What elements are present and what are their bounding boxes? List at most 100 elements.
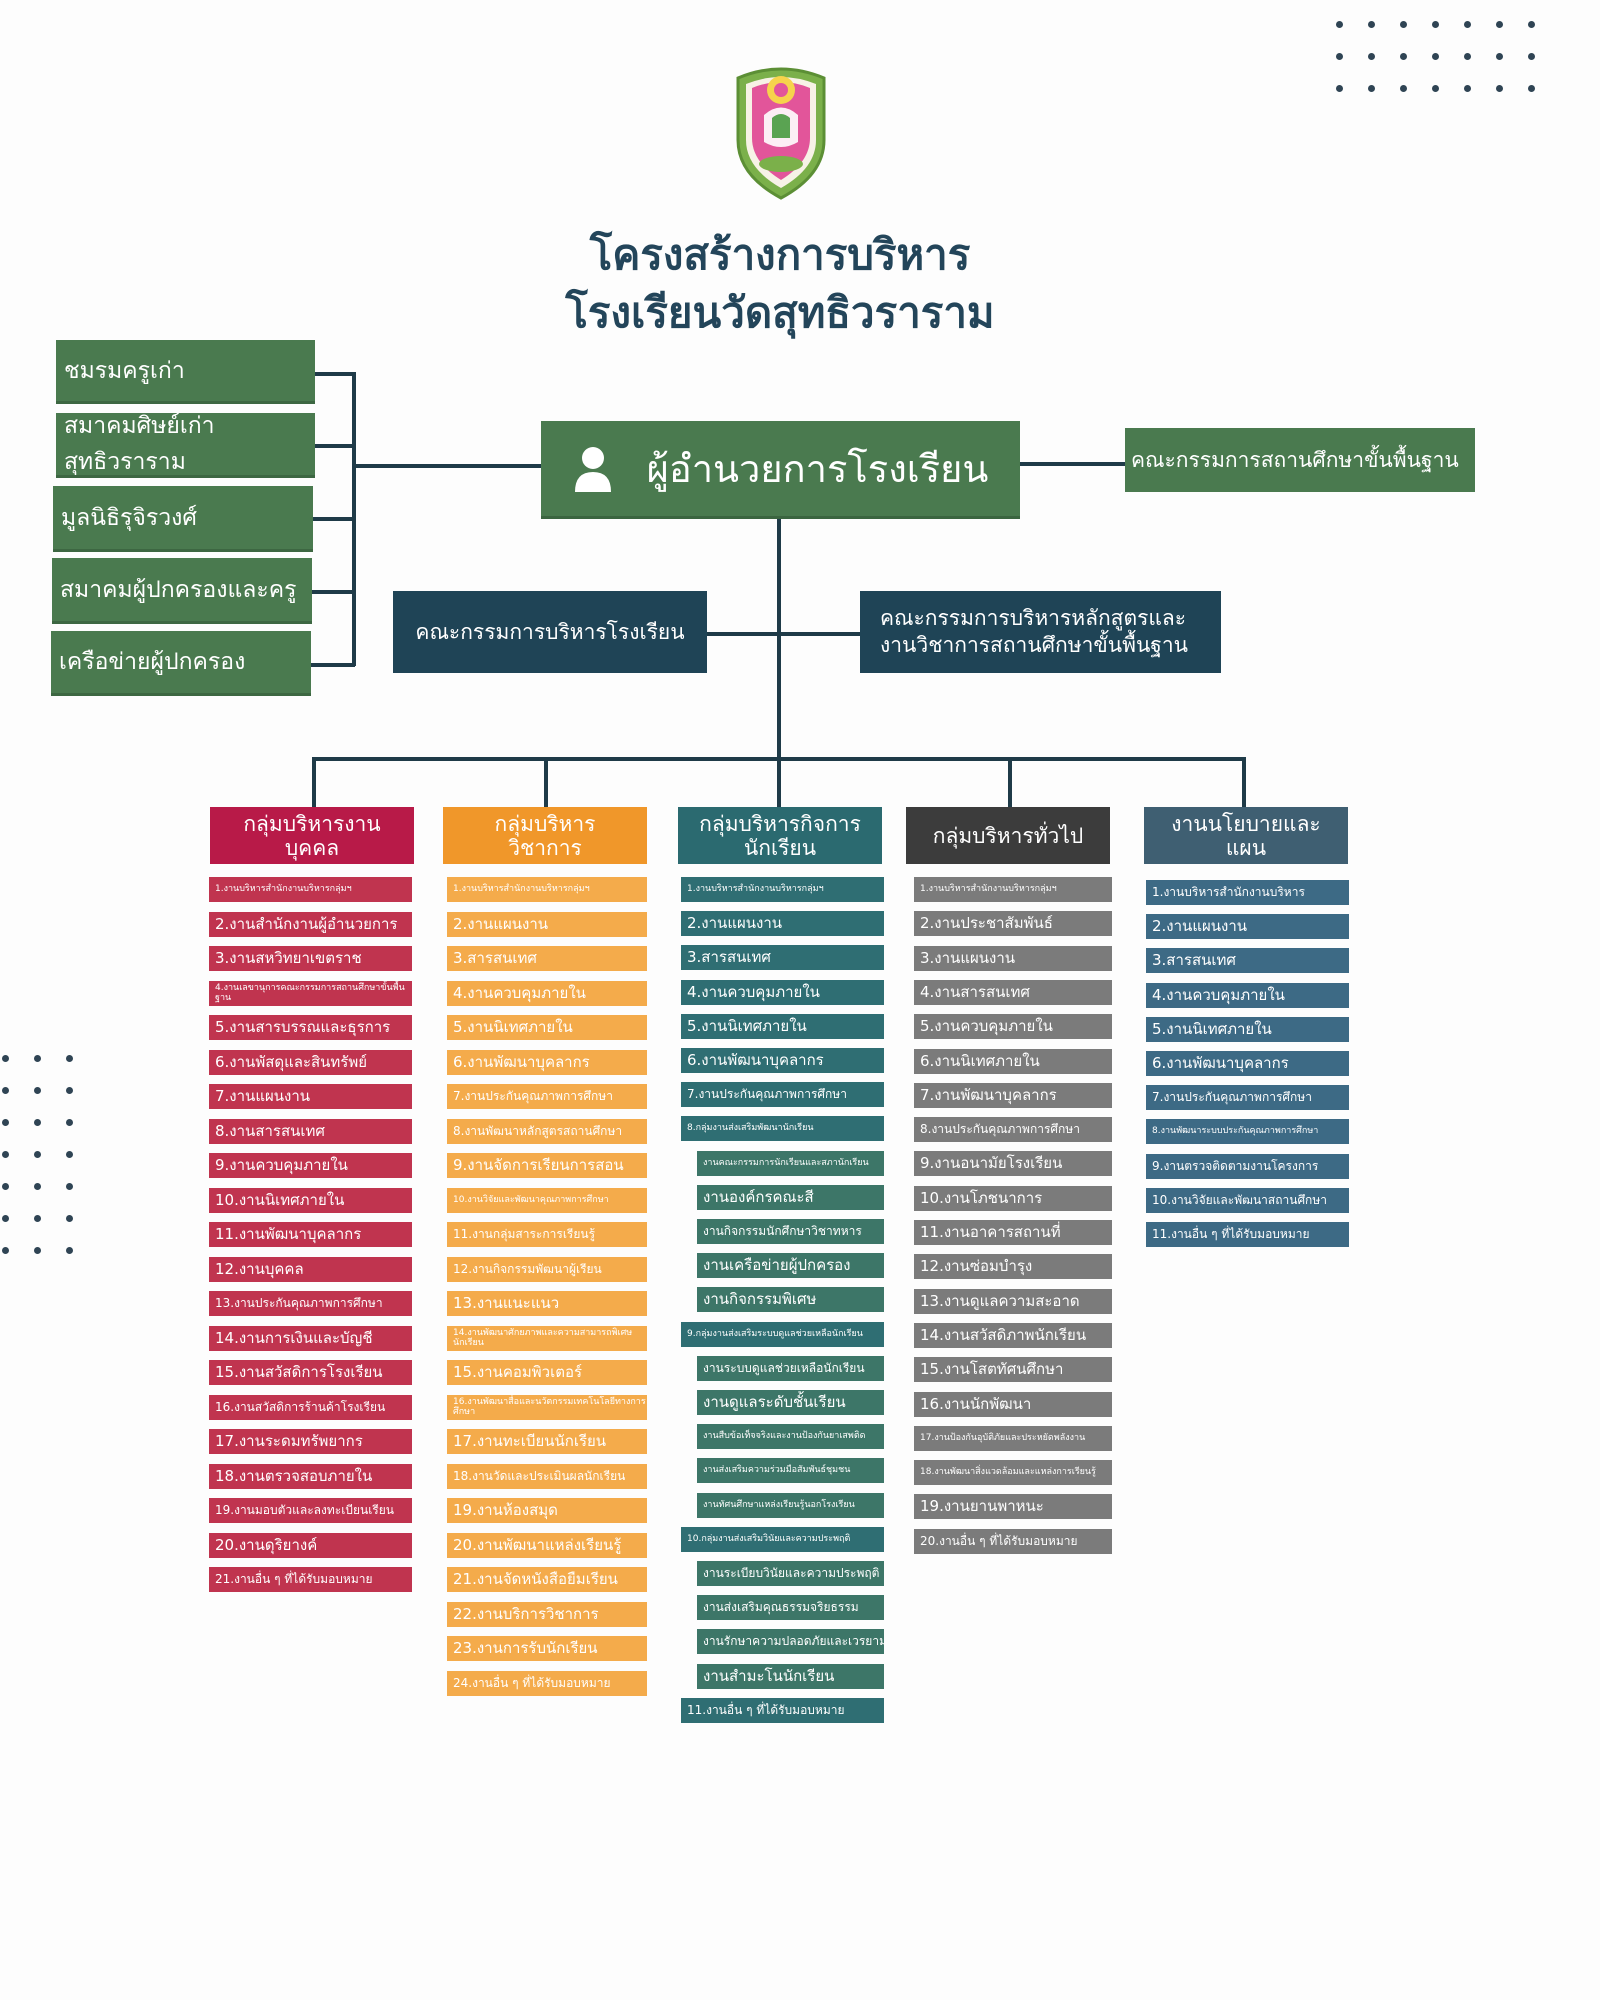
task-item: 6.งานนิเทศภายใน: [914, 1049, 1112, 1074]
task-item: 6.งานพัฒนาบุคลากร: [681, 1048, 884, 1073]
column-header-line: บุคคล: [284, 835, 340, 860]
column-header-line: กลุ่มบริหารกิจการ: [699, 811, 861, 836]
column-header-general: กลุ่มบริหารทั่วไป: [906, 807, 1110, 864]
connector-line: [313, 517, 355, 521]
left-group-box-3: มูลนิธิรุจิรวงศ์: [53, 486, 313, 552]
task-item: 7.งานประกันคุณภาพการศึกษา: [681, 1082, 884, 1107]
task-item: งานกิจกรรมพิเศษ: [697, 1287, 884, 1312]
left-group-box-1: ชมรมครูเก่า: [56, 340, 315, 404]
task-item: 10.งานโภชนาการ: [914, 1186, 1112, 1211]
task-item: 1.งานบริหารสำนักงานบริหาร: [1146, 880, 1349, 905]
task-item: 18.งานตรวจสอบภายใน: [209, 1464, 412, 1489]
task-item: 20.งานอื่น ๆ ที่ได้รับมอบหมาย: [914, 1529, 1112, 1554]
task-item: งานดูแลระดับชั้นเรียน: [697, 1390, 884, 1415]
dot-pattern-top-right: [1336, 21, 1535, 92]
task-item: 8.งานประกันคุณภาพการศึกษา: [914, 1117, 1112, 1142]
task-item: งานระบบดูแลช่วยเหลือนักเรียน: [697, 1356, 884, 1381]
column-header-line: แผน: [1225, 835, 1267, 860]
director-box: ผู้อำนวยการโรงเรียน: [541, 421, 1020, 519]
task-item: 7.งานประกันคุณภาพการศึกษา: [447, 1084, 647, 1109]
task-item: 10.งานนิเทศภายใน: [209, 1188, 412, 1213]
task-item: 9.งานอนามัยโรงเรียน: [914, 1151, 1112, 1176]
task-item: 1.งานบริหารสำนักงานบริหารกลุ่มฯ: [447, 877, 647, 902]
task-item: 17.งานระดมทรัพยากร: [209, 1429, 412, 1454]
task-item: 8.กลุ่มงานส่งเสริมพัฒนานักเรียน: [681, 1116, 884, 1141]
task-item: 6.งานพัสดุและสินทรัพย์: [209, 1050, 412, 1075]
task-item: 15.งานโสตทัศนศึกษา: [914, 1357, 1112, 1382]
task-item: 4.งานควบคุมภายใน: [447, 981, 647, 1006]
column-header-student-affairs: กลุ่มบริหารกิจการ นักเรียน: [678, 807, 882, 864]
task-item: 16.งานนักพัฒนา: [914, 1392, 1112, 1417]
task-item: งานรักษาความปลอดภัยและเวรยาม: [697, 1629, 884, 1654]
task-item: 2.งานสำนักงานผู้อำนวยการ: [209, 912, 412, 937]
task-item: 12.งานบุคคล: [209, 1257, 412, 1282]
task-item: 18.งานวัดและประเมินผลนักเรียน: [447, 1464, 647, 1489]
task-item: 19.งานมอบตัวและลงทะเบียนเรียน: [209, 1498, 412, 1523]
task-item: 3.งานแผนงาน: [914, 946, 1112, 971]
connector-line: [311, 663, 355, 667]
task-item: 21.งานอื่น ๆ ที่ได้รับมอบหมาย: [209, 1567, 412, 1592]
task-item: 5.งานนิเทศภายใน: [1146, 1017, 1349, 1042]
task-item: 20.งานดุริยางค์: [209, 1533, 412, 1558]
task-item: 11.งานพัฒนาบุคลากร: [209, 1222, 412, 1247]
page-title-line1: โครงสร้างการบริหาร: [589, 230, 971, 279]
task-item: งานเครือข่ายผู้ปกครอง: [697, 1253, 884, 1278]
task-item: 12.งานซ่อมบำรุง: [914, 1254, 1112, 1279]
task-item: 5.งานควบคุมภายใน: [914, 1014, 1112, 1039]
task-item: งานระเบียบวินัยและความประพฤติ: [697, 1561, 884, 1586]
task-item: 4.งานควบคุมภายใน: [1146, 983, 1349, 1008]
connector-line: [1008, 757, 1012, 807]
task-item: 5.งานนิเทศภายใน: [447, 1015, 647, 1040]
task-item: 8.งานพัฒนาหลักสูตรสถานศึกษา: [447, 1119, 647, 1144]
task-item: 6.งานพัฒนาบุคลากร: [447, 1050, 647, 1075]
task-item: 9.งานจัดการเรียนการสอน: [447, 1153, 647, 1178]
task-item: 3.สารสนเทศ: [447, 946, 647, 971]
task-item: 1.งานบริหารสำนักงานบริหารกลุ่มฯ: [681, 877, 884, 902]
task-item: 19.งานยานพาหนะ: [914, 1494, 1112, 1519]
task-item: 9.งานตรวจติดตามงานโครงการ: [1146, 1154, 1349, 1179]
task-item: งานส่งเสริมความร่วมมือสัมพันธ์ชุมชน: [697, 1458, 884, 1483]
task-item: งานองค์กรคณะสี: [697, 1185, 884, 1210]
task-item: 10.กลุ่มงานส่งเสริมวินัยและความประพฤติ: [681, 1527, 884, 1552]
task-item: 16.งานพัฒนาสื่อและนวัตกรรมเทคโนโลยีทางกา…: [447, 1395, 647, 1420]
task-item: งานทัศนศึกษาแหล่งเรียนรู้นอกโรงเรียน: [697, 1493, 884, 1518]
task-item: 7.งานพัฒนาบุคลากร: [914, 1083, 1112, 1108]
task-item: 10.งานวิจัยและพัฒนาสถานศึกษา: [1146, 1188, 1349, 1213]
task-item: 8.งานสารสนเทศ: [209, 1119, 412, 1144]
connector-line: [312, 590, 355, 594]
column-header-line: งานนโยบายและ: [1171, 811, 1321, 836]
page-title-line2: โรงเรียนวัดสุทธิวราราม: [565, 288, 995, 337]
curriculum-committee-line2: งานวิชาการสถานศึกษาขั้นพื้นฐาน: [880, 633, 1189, 657]
connector-line: [1242, 757, 1246, 807]
task-item: 1.งานบริหารสำนักงานบริหารกลุ่มฯ: [914, 877, 1112, 902]
task-item: 5.งานสารบรรณและธุรการ: [209, 1015, 412, 1040]
column-header-line: วิชาการ: [508, 835, 582, 860]
connector-line: [1020, 462, 1126, 466]
task-item: 6.งานพัฒนาบุคลากร: [1146, 1051, 1349, 1076]
school-board-box: คณะกรรมการสถานศึกษาขั้นพื้นฐาน: [1125, 428, 1475, 492]
curriculum-committee-line1: คณะกรรมการบริหารหลักสูตรและ: [880, 606, 1187, 630]
task-item: 11.งานอาคารสถานที่: [914, 1220, 1112, 1245]
connector-line: [707, 632, 862, 636]
task-item: 17.งานป้องกันอุบัติภัยและประหยัดพลังงาน: [914, 1426, 1112, 1451]
school-committee-box: คณะกรรมการบริหารโรงเรียน: [393, 591, 707, 673]
task-item: 18.งานพัฒนาสิ่งแวดล้อมและแหล่งการเรียนรู…: [914, 1460, 1112, 1485]
task-item: 19.งานห้องสมุด: [447, 1498, 647, 1523]
task-item: 3.งานสหวิทยาเขตราช: [209, 946, 412, 971]
dot-pattern-left: [2, 1055, 73, 1254]
task-item: 23.งานการรับนักเรียน: [447, 1636, 647, 1661]
user-icon: [574, 446, 611, 492]
task-item: งานสำมะโนนักเรียน: [697, 1664, 884, 1689]
left-group-box-2: สมาคมศิษย์เก่าสุทธิวราราม: [56, 413, 315, 478]
task-item: 3.สารสนเทศ: [681, 945, 884, 970]
task-item: 15.งานสวัสดิการโรงเรียน: [209, 1360, 412, 1385]
connector-line: [777, 757, 781, 807]
director-label: ผู้อำนวยการโรงเรียน: [646, 447, 989, 491]
curriculum-committee-box: คณะกรรมการบริหารหลักสูตรและ งานวิชาการสถ…: [860, 591, 1221, 673]
task-item: 4.งานสารสนเทศ: [914, 980, 1112, 1005]
connector-line: [777, 519, 781, 761]
task-item: 7.งานประกันคุณภาพการศึกษา: [1146, 1085, 1349, 1110]
task-item: 10.งานวิจัยและพัฒนาคุณภาพการศึกษา: [447, 1188, 647, 1213]
column-header-line: กลุ่มบริหาร: [494, 811, 596, 836]
left-group-box-5: เครือข่ายผู้ปกครอง: [51, 631, 311, 696]
